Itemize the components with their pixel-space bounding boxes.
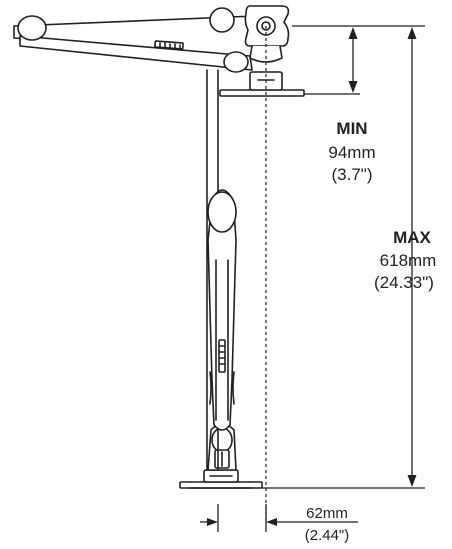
bottom-desk-plate — [179, 469, 263, 489]
lower-arm — [207, 189, 237, 431]
offset-mm-value: 62mm — [306, 505, 348, 522]
min-arrow-bottom — [348, 81, 358, 93]
offset-inch-value: (2.44") — [304, 527, 350, 544]
max-mm-value: 618mm — [379, 251, 437, 270]
max-arrow-bottom — [407, 475, 417, 487]
max-arrow-top — [407, 27, 417, 39]
min-dimension-line — [304, 30, 360, 95]
base-joint — [207, 423, 237, 471]
min-arrow-top — [348, 27, 358, 39]
upper-desk-plate — [219, 71, 305, 97]
min-inch-value: (3.7") — [331, 165, 373, 184]
max-dimension-line — [262, 30, 425, 489]
offset-arrow-left — [207, 518, 218, 526]
min-title: MIN — [336, 119, 368, 138]
upper-arm — [13, 7, 259, 73]
vesa-mount-head — [244, 5, 290, 63]
max-inch-value: (24.33") — [374, 273, 434, 292]
offset-arrow-right — [266, 518, 277, 526]
max-title: MAX — [393, 228, 431, 247]
min-mm-value: 94mm — [328, 143, 376, 162]
